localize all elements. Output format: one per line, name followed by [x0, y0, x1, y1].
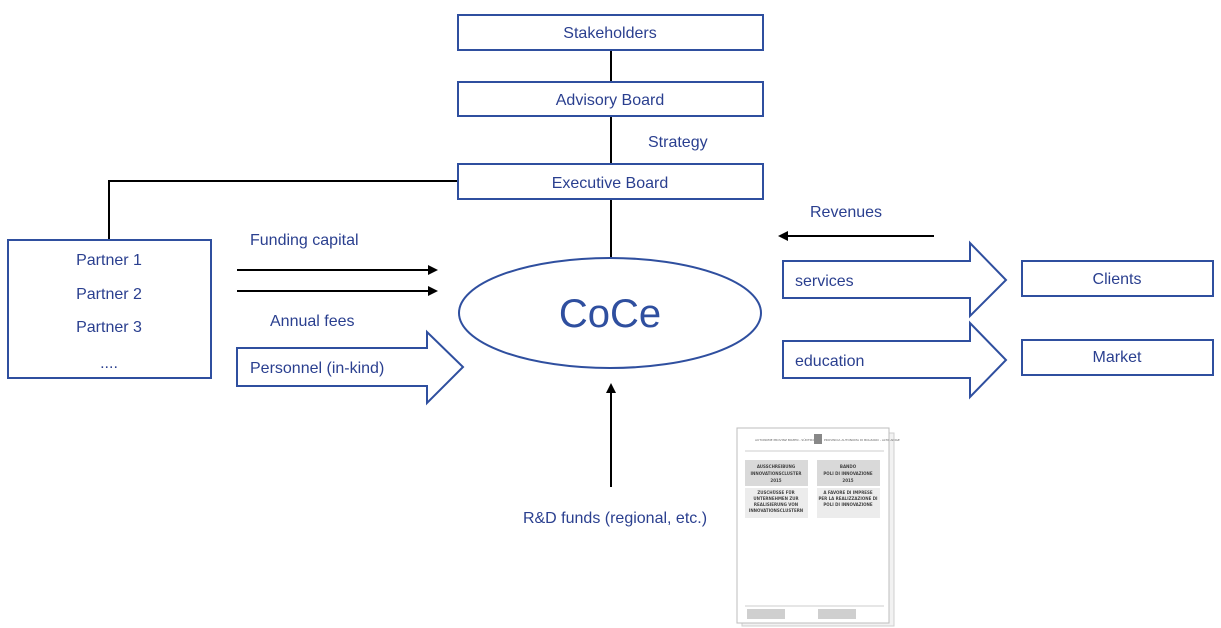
call-document-thumbnail: AUTONOME PROVINZ BOZEN - SÜDTIROL PROVIN…	[736, 427, 900, 627]
partner-2-label: Partner 2	[76, 286, 142, 303]
personnel-arrow: Personnel (in-kind)	[236, 329, 465, 406]
doc-sub-left-2: UNTERNEHMEN ZUR	[753, 496, 798, 501]
funding-capital-label: Funding capital	[250, 232, 359, 249]
revenues-label: Revenues	[810, 204, 882, 221]
doc-sub-right-2: PER LA REALIZZAZIONE DI	[818, 496, 878, 501]
doc-sub-left-4: INNOVATIONSCLUSTERN	[749, 508, 803, 513]
partners-executive-connector	[108, 180, 458, 240]
services-label: services	[795, 273, 854, 290]
stakeholders-label: Stakeholders	[563, 25, 656, 42]
doc-title-left-2: INNOVATIONSCLUSTER	[751, 471, 802, 476]
doc-sub-left-3: REALISIERUNG VON	[754, 502, 798, 507]
partner-more-label: ....	[100, 355, 118, 372]
doc-title-right-1: BANDO	[840, 464, 857, 469]
market-box: Market	[1021, 339, 1214, 376]
executive-board-box: Executive Board	[457, 163, 764, 200]
clients-label: Clients	[1093, 271, 1142, 288]
doc-title-left-3: 2015	[770, 478, 781, 483]
doc-title-left-1: AUSSCHREIBUNG	[757, 464, 795, 469]
education-arrow: education	[782, 320, 1008, 400]
advisory-board-label: Advisory Board	[556, 92, 665, 109]
annual-fees-label: Annual fees	[270, 313, 355, 330]
doc-sub-left-1: ZUSCHÜSSE FÜR	[757, 490, 794, 495]
partner-1-label: Partner 1	[76, 252, 142, 269]
clients-box: Clients	[1021, 260, 1214, 297]
executive-board-label: Executive Board	[552, 175, 669, 192]
doc-header-left: AUTONOME PROVINZ BOZEN - SÜDTIROL	[755, 437, 817, 442]
doc-title-right-2: POLI DI INNOVAZIONE	[823, 471, 872, 476]
doc-sub-right-1: A FAVORE DI IMPRESE	[823, 490, 873, 495]
partners-box: Partner 1 Partner 2 Partner 3 ....	[7, 239, 212, 379]
stakeholders-box: Stakeholders	[457, 14, 764, 51]
coat-of-arms-icon	[814, 434, 822, 444]
market-label: Market	[1093, 349, 1142, 366]
coce-node: CoCe	[458, 257, 762, 369]
doc-header-right: PROVINCIA AUTONOMA DI BOLZANO - ALTO ADI…	[824, 438, 900, 442]
services-arrow: services	[782, 240, 1008, 319]
strategy-label: Strategy	[648, 134, 708, 151]
advisory-board-box: Advisory Board	[457, 81, 764, 117]
doc-title-right-3: 2015	[842, 478, 853, 483]
partner-3-label: Partner 3	[76, 319, 142, 336]
rd-funds-label: R&D funds (regional, etc.)	[523, 510, 707, 527]
personnel-label: Personnel (in-kind)	[250, 360, 384, 377]
doc-sub-right-3: POLI DI INNOVAZIONE	[823, 502, 872, 507]
education-label: education	[795, 353, 864, 370]
coce-label: CoCe	[559, 292, 661, 336]
